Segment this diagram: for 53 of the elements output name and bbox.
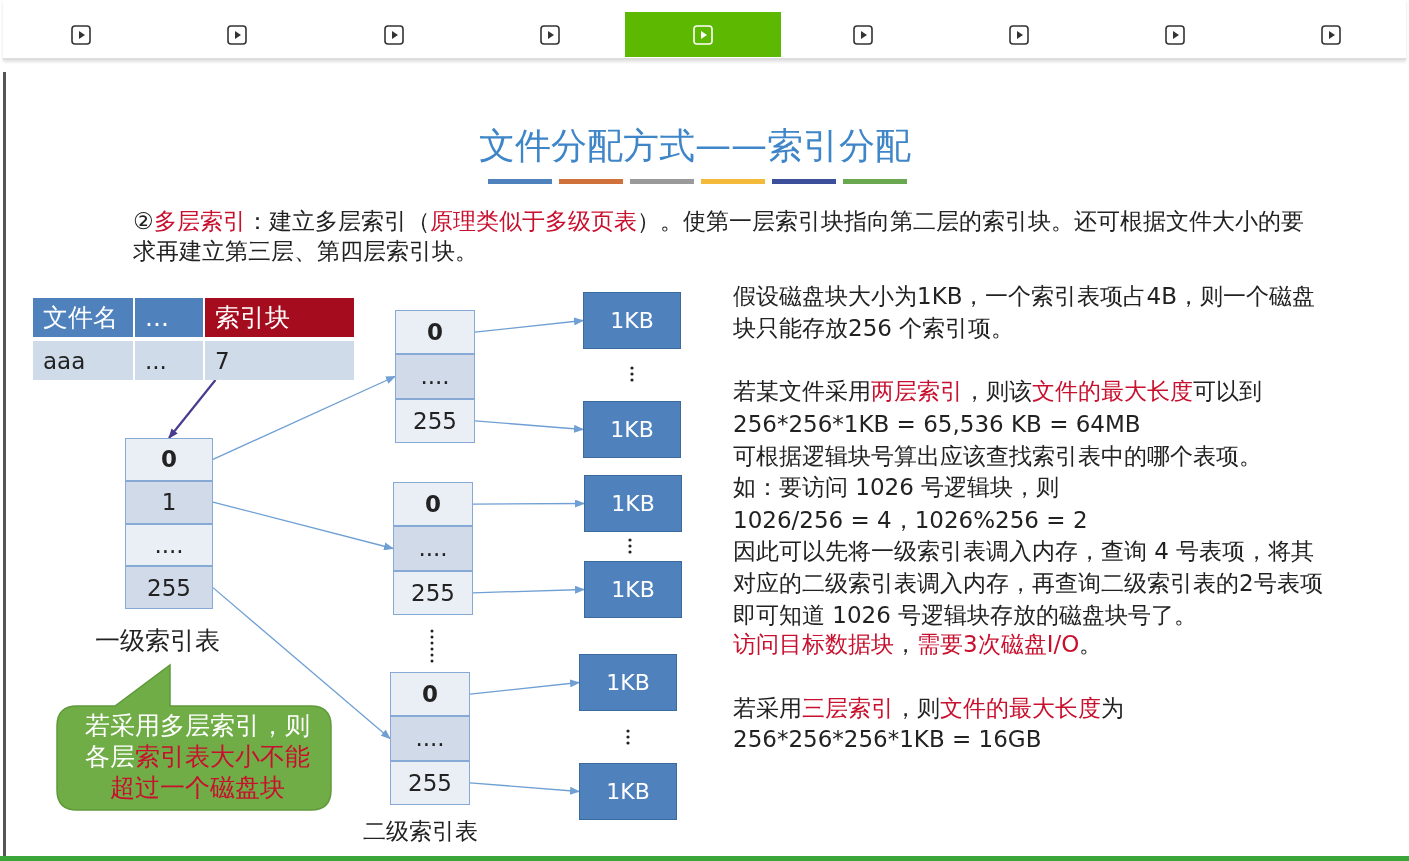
arrow (474, 420, 584, 433)
data-block: 1KB (584, 475, 682, 532)
arrow (168, 379, 217, 439)
data-block: 1KB (583, 401, 681, 458)
arrow (212, 587, 391, 740)
table-cell: 7 (205, 341, 354, 380)
text-paragraph: ②多层索引：建立多层索引（原理类似于多级页表）。使第一层索引块指向第二层的索引块。还可根据文件大小的要求再建立第三层、第四层索引块。 (133, 207, 1305, 266)
index-table (390, 672, 470, 805)
index-table (393, 482, 473, 615)
data-block: 1KB (583, 292, 681, 349)
text-paragraph: 256*256*256*1KB = 16GB (733, 725, 1043, 754)
index-entry: .... (395, 354, 475, 399)
arrow (469, 679, 580, 695)
index-entry: 255 (390, 760, 470, 805)
table-cell: ... (135, 341, 203, 380)
data-block: 1KB (579, 654, 677, 711)
table-caption: 一级索引表 (95, 625, 220, 657)
arrow (212, 501, 394, 551)
text-paragraph: 假设磁盘块大小为1KB，一个索引表项占4B，则一个磁盘块只能存放256 个索引项。 (733, 282, 1316, 343)
text-paragraph: 如：要访问 1026 号逻辑块，则 (733, 473, 1061, 502)
arrow (474, 317, 584, 333)
text-paragraph: 若采用三层索引，则文件的最大长度为 (733, 694, 1125, 723)
table-header-cell: ... (135, 298, 203, 337)
index-entry: 255 (395, 398, 475, 443)
index-entry: 255 (393, 570, 473, 615)
table-caption: 二级索引表 (363, 817, 479, 846)
arrow (472, 499, 585, 508)
data-block: 1KB (584, 561, 682, 618)
text-paragraph: 访问目标数据块，需要3次磁盘I/O。 (733, 630, 1104, 659)
index-entry: 0 (393, 482, 473, 527)
text-paragraph: 因此可以先将一级索引表调入内存，查询 4 号表项，将其对应的二级索引表调入内存，再查询二级索引表的2号表项即可知道 1026 号逻辑块存放的磁盘块号了。 (733, 537, 1324, 630)
index-table (125, 438, 213, 609)
data-block: 1KB (579, 763, 677, 820)
arrow (469, 782, 580, 795)
table-header-cell: 索引块 (205, 298, 354, 337)
text-paragraph: 1026/256 = 4，1026%256 = 2 (733, 506, 1089, 535)
index-table (395, 310, 475, 443)
index-entry: 0 (395, 310, 475, 355)
table-header-cell: 文件名 (33, 298, 133, 337)
slide-title: 文件分配方式——索引分配 (478, 124, 912, 168)
index-entry: 255 (125, 566, 213, 609)
text-paragraph: 若某文件采用两层索引，则该文件的最大长度可以到 (733, 377, 1263, 406)
arrow (472, 585, 585, 594)
index-entry: 0 (390, 672, 470, 717)
arrow (212, 375, 396, 461)
text-paragraph: 256*256*1KB = 65,536 KB = 64MB (733, 410, 1142, 439)
text-paragraph: 可根据逻辑块号算出应该查找索引表中的哪个表项。 (733, 442, 1263, 471)
index-entry: 0 (125, 438, 213, 481)
index-entry: .... (125, 523, 213, 567)
index-entry: 1 (125, 480, 213, 524)
table-cell: aaa (33, 341, 133, 380)
index-entry: .... (393, 526, 473, 571)
index-entry: .... (390, 716, 470, 761)
